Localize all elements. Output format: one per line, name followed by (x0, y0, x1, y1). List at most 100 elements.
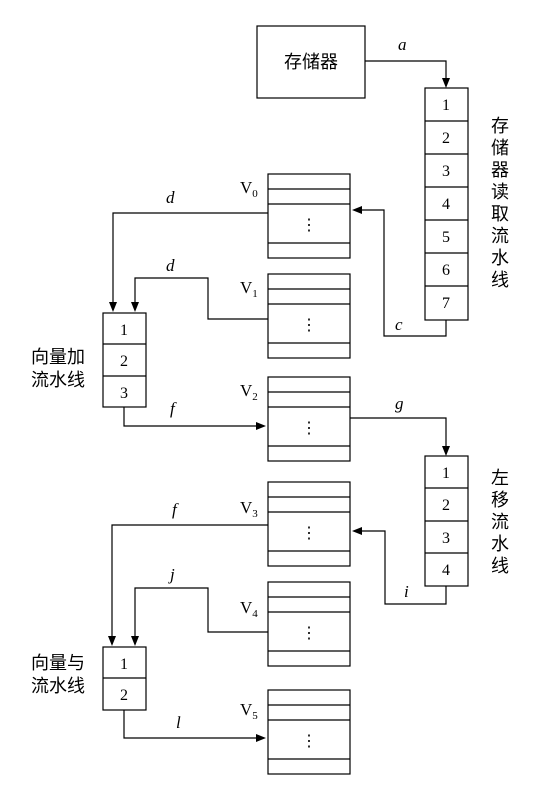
register-v1-sub: 1 (252, 288, 258, 300)
register-v4-sub: 4 (252, 608, 258, 620)
shift-caption-char-3: 流 (491, 512, 509, 533)
link-g-arrowhead (442, 446, 450, 456)
register-v0-ellipsis: ⋮ (301, 217, 317, 234)
read-caption-char-4: 读 (491, 182, 509, 203)
register-v3-ellipsis: ⋮ (301, 525, 317, 542)
link-f-to-and-arrowhead (108, 636, 116, 646)
shift-caption-char-5: 线 (491, 556, 509, 577)
link-d-lower (134, 277, 268, 320)
read-stage-2: 2 (442, 130, 450, 147)
register-v1-ellipsis: ⋮ (301, 317, 317, 334)
read-caption-char-8: 线 (491, 270, 509, 291)
read-stage-1: 1 (442, 97, 450, 114)
shift-stage-3: 3 (442, 530, 450, 547)
link-i (360, 530, 447, 605)
register-v5-label: V5 (240, 700, 258, 722)
memory-block: 存储器 (256, 25, 366, 99)
read-pipeline-caption: 存 储 器 读 取 流 水 线 (491, 116, 509, 291)
register-v2-label: V2 (240, 381, 258, 403)
link-f-add-out (123, 407, 258, 427)
read-stage-6: 6 (442, 262, 450, 279)
read-caption-char-6: 流 (491, 226, 509, 247)
link-d-upper-arrowhead (109, 302, 117, 312)
register-v1-label: V1 (240, 278, 258, 300)
link-l-arrowhead (256, 734, 266, 742)
register-v3-label: V3 (240, 498, 258, 520)
and-stage-1: 1 (120, 656, 128, 673)
register-v1-base: V (240, 278, 253, 297)
register-v0-base: V (240, 178, 253, 197)
add-caption-line-2: 流水线 (31, 370, 85, 391)
link-d-upper-label: d (166, 188, 175, 207)
read-stage-5: 5 (442, 229, 450, 246)
register-v3-sub: 3 (252, 508, 258, 520)
link-a-arrowhead (442, 78, 450, 88)
link-a (365, 60, 447, 80)
shift-pipeline: 1 2 3 4 (424, 455, 469, 587)
link-i-label: i (404, 582, 409, 601)
link-f-to-and-label: f (172, 500, 179, 519)
register-v2: ⋮ (267, 376, 351, 462)
register-v3-base: V (240, 498, 253, 517)
link-j-arrowhead (131, 636, 139, 646)
memory-label: 存储器 (284, 52, 338, 73)
shift-pipeline-caption: 左 移 流 水 线 (491, 468, 509, 577)
register-v5: ⋮ (267, 689, 351, 775)
read-stage-3: 3 (442, 163, 450, 180)
link-f-to-and (111, 524, 268, 638)
shift-caption-char-4: 水 (491, 534, 509, 555)
add-pipeline: 1 2 3 (102, 312, 147, 408)
link-a-label: a (398, 35, 407, 54)
link-l (123, 710, 258, 739)
add-stage-2: 2 (120, 353, 128, 370)
link-g (350, 417, 447, 448)
register-v4-ellipsis: ⋮ (301, 625, 317, 642)
and-caption-line-2: 流水线 (31, 676, 85, 697)
read-caption-char-7: 水 (491, 248, 509, 269)
link-f-add-out-arrowhead (256, 422, 266, 430)
register-v0: ⋮ (267, 173, 351, 259)
and-pipeline: 1 2 (102, 646, 147, 711)
shift-caption-char-2: 移 (491, 490, 509, 511)
link-d-lower-label: d (166, 256, 175, 275)
register-v4-label: V4 (240, 598, 258, 620)
link-j-label: j (168, 565, 175, 584)
link-j (134, 587, 268, 638)
link-c-label: c (395, 315, 403, 334)
link-f-add-out-label: f (170, 399, 177, 418)
register-v0-label: V0 (240, 178, 258, 200)
read-caption-char-3: 器 (491, 160, 509, 181)
register-v5-ellipsis: ⋮ (301, 733, 317, 750)
register-v2-sub: 2 (252, 391, 258, 403)
read-caption-char-5: 取 (491, 204, 509, 225)
read-caption-char-2: 储 (491, 138, 509, 159)
and-caption-line-1: 向量与 (31, 653, 85, 674)
read-stage-4: 4 (442, 196, 450, 213)
register-v3: ⋮ (267, 481, 351, 567)
link-d-upper (112, 212, 268, 304)
link-g-label: g (395, 394, 404, 413)
register-v4: ⋮ (267, 581, 351, 667)
add-stage-1: 1 (120, 322, 128, 339)
link-i-arrowhead (352, 527, 362, 535)
add-stage-3: 3 (120, 385, 128, 402)
register-v5-sub: 5 (252, 710, 258, 722)
read-stage-7: 7 (442, 295, 450, 312)
add-caption-line-1: 向量加 (31, 347, 85, 368)
register-v4-base: V (240, 598, 253, 617)
link-c (360, 209, 447, 337)
read-pipeline: 1 2 3 4 5 6 7 (424, 87, 469, 321)
shift-stage-1: 1 (442, 465, 450, 482)
and-stage-2: 2 (120, 687, 128, 704)
read-caption-char-1: 存 (491, 116, 509, 137)
register-v0-sub: 0 (252, 188, 258, 200)
register-v2-ellipsis: ⋮ (301, 420, 317, 437)
shift-stage-4: 4 (442, 562, 450, 579)
shift-stage-2: 2 (442, 497, 450, 514)
register-v2-base: V (240, 381, 253, 400)
register-v5-base: V (240, 700, 253, 719)
register-v1: ⋮ (267, 273, 351, 359)
link-l-label: l (176, 713, 181, 732)
link-c-arrowhead (352, 206, 362, 214)
